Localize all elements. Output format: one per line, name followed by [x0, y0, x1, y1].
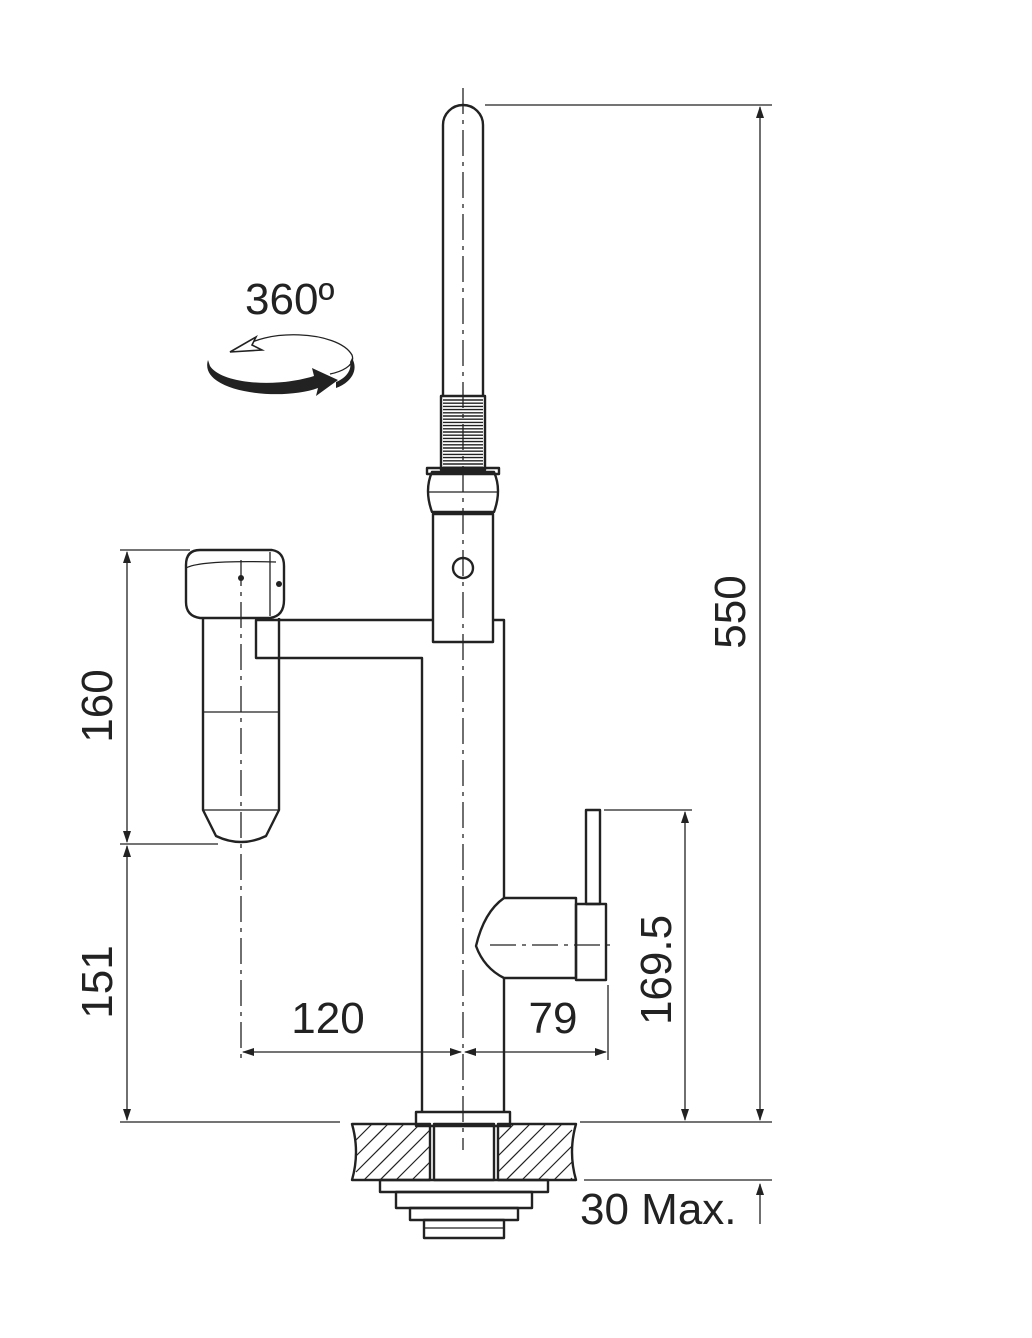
deck-thickness-label: 30 Max. [580, 1185, 737, 1234]
dimension-deck-thickness [584, 1179, 772, 1224]
mounting-nut [378, 1122, 550, 1240]
spray-offset-label: 120 [291, 994, 364, 1043]
rotation-label: 360º [245, 275, 334, 324]
lever-handle [474, 808, 608, 982]
spout-sleeve [431, 512, 495, 644]
lever-height-label: 169.5 [632, 915, 681, 1025]
faucet-spout [441, 103, 485, 396]
lever-offset-label: 79 [529, 994, 578, 1043]
countertop-section [350, 1122, 578, 1182]
faucet-column [254, 618, 512, 1128]
dimension-total-height [485, 104, 772, 1123]
rotate-arrow-icon [207, 334, 355, 396]
spray-clearance-label: 151 [73, 945, 122, 1018]
spray-height-label: 160 [73, 669, 122, 742]
dimension-spray-height [120, 549, 218, 845]
spout-collar [425, 466, 501, 514]
total-height-label: 550 [706, 575, 755, 648]
flexible-hose-section [439, 394, 487, 472]
dimension-lever-height [604, 809, 692, 1121]
dimension-lever-offset [464, 985, 609, 1060]
side-spray-button [184, 548, 286, 620]
side-spray [201, 618, 281, 844]
dimension-spray-clearance [120, 845, 340, 1123]
